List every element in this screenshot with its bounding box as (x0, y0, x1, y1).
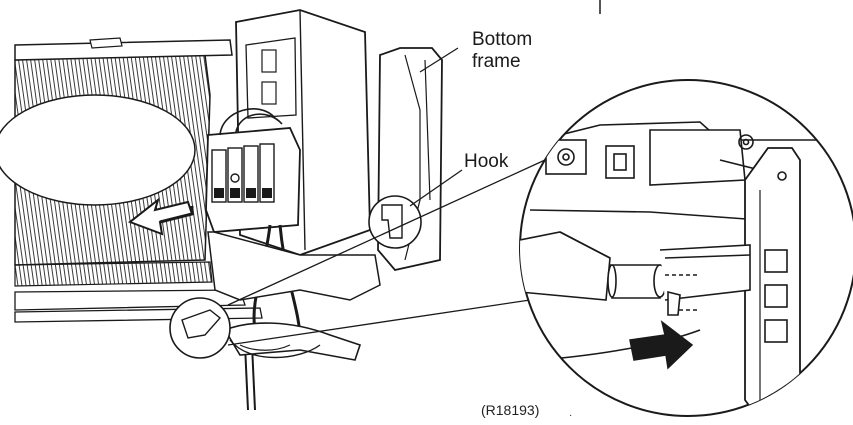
lower-hook-circle (169, 297, 231, 359)
magnify-leader-bottom (227, 299, 531, 346)
hook-leader (409, 169, 463, 207)
reference-dot: · (569, 410, 573, 421)
electrical-box (205, 9, 381, 411)
bottom-frame-label-line1: Bottom (472, 29, 533, 50)
arrow-right-icon (629, 320, 694, 370)
bottom-frame-leader (419, 47, 459, 73)
hook-label: Hook (464, 151, 509, 172)
magnify-leader-top (227, 159, 546, 306)
reference-code: (R18193) (481, 402, 540, 418)
magnified-detail (519, 79, 853, 417)
arrow-left-icon (127, 197, 194, 236)
bottom-frame-label-line2: frame (472, 51, 521, 72)
